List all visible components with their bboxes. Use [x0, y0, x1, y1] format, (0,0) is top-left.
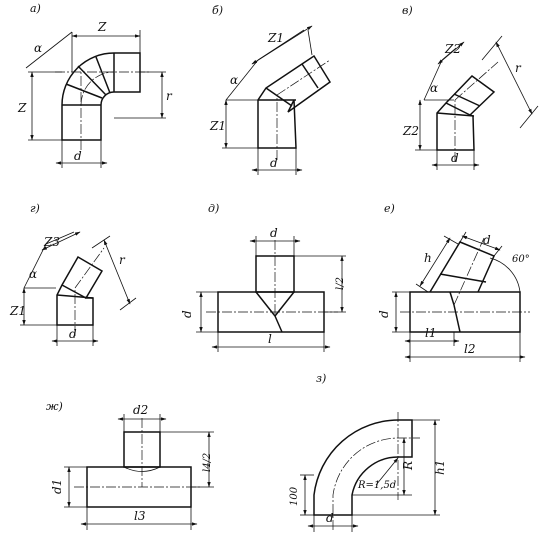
angle-60: 60° [512, 254, 530, 265]
figure-a-caption: а) [30, 2, 41, 15]
dim-d-d: d [69, 327, 77, 341]
dim-z-left: Z [17, 101, 27, 115]
figure-d-caption: г) [30, 202, 40, 215]
figure-f-caption: е) [384, 202, 395, 215]
dim-bend-radius: R=1,5d [357, 480, 396, 491]
angle-alpha: α [34, 41, 42, 55]
angle-alpha-d: α [29, 267, 37, 281]
figure-h-bend: з) 100 R R=1,5d h1 d [289, 372, 447, 532]
dim-r-c: r [515, 61, 522, 75]
dim-l1: l1 [425, 326, 436, 340]
dim-d1: d1 [50, 479, 64, 494]
dim-d: d [74, 149, 82, 163]
dim-d-b: d [270, 156, 278, 170]
dim-r: r [166, 89, 173, 103]
figure-h-caption: з) [316, 372, 326, 385]
dim-z1-top: Z1 [267, 31, 284, 45]
figure-e-tee: д) d l/2 d l [180, 202, 346, 352]
dim-half-l: l/2 [335, 277, 346, 290]
dim-r-d: r [119, 253, 126, 267]
figure-b-caption: б) [212, 4, 223, 17]
figure-f-lateral: е) d h 60° d l1 l2 [377, 202, 530, 362]
dim-z-top: Z [97, 20, 107, 34]
dim-R: R [401, 461, 415, 471]
dim-z1-left: Z1 [209, 119, 226, 133]
angle-alpha-c: α [430, 81, 438, 95]
dim-l2: l2 [464, 342, 475, 356]
figure-b-elbow: б) Z1 Z1 α d [209, 4, 332, 175]
dim-d-main-f: d [377, 310, 391, 318]
dim-l3: l3 [134, 509, 146, 523]
dim-z2-top: Z2 [444, 42, 461, 56]
dim-d-main: d [180, 310, 194, 318]
dim-d-branch: d [270, 226, 278, 240]
dim-d2: d2 [133, 403, 148, 417]
dim-z3-top: Z3 [43, 235, 60, 249]
figure-g-caption: ж) [46, 400, 63, 413]
angle-alpha-b: α [230, 73, 238, 87]
dim-z2-left: Z2 [402, 124, 419, 138]
figure-g-reducing-tee: ж) d2 l4/2 d1 l3 [46, 400, 214, 530]
dim-d-c: d [451, 151, 459, 165]
figure-c-elbow: в) Z2 r Z2 α d [402, 4, 539, 170]
dim-l: l [268, 332, 272, 346]
dim-h: h [424, 251, 432, 265]
figure-a-elbow: а) Z Z r d α [17, 2, 173, 168]
dim-100: 100 [289, 486, 300, 506]
figure-e-caption: д) [208, 202, 219, 215]
figure-d-elbow: г) Z3 r Z1 α d [9, 202, 137, 346]
figure-c-caption: в) [402, 4, 413, 17]
dim-h1: h1 [433, 460, 447, 475]
dim-d-branch-f: d [483, 233, 491, 247]
dim-d-h: d [326, 511, 334, 525]
dim-z1-left-d: Z1 [9, 304, 26, 318]
dim-l4-half: l4/2 [202, 453, 213, 472]
